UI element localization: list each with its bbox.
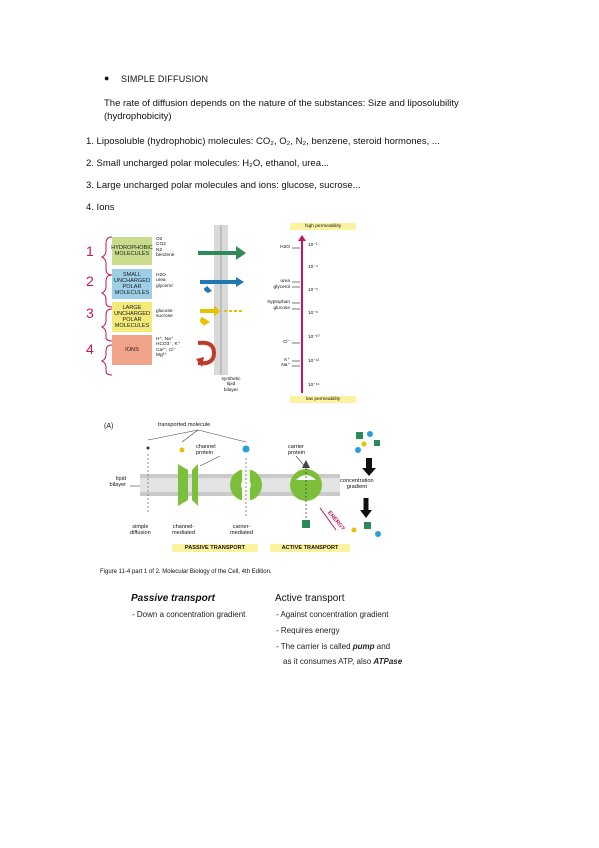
- category-number: 2: [86, 273, 94, 289]
- scale-tick: 10⁻¹⁰: [308, 335, 320, 340]
- scale-marker: glycerol: [273, 285, 290, 290]
- scale-marker: H2O: [280, 245, 290, 250]
- scale-marker: tryptophan: [267, 300, 290, 305]
- list-item-4: 4. Ions: [86, 202, 115, 213]
- blue-return-icon: [204, 285, 212, 295]
- scale-tick: 10⁻²: [308, 243, 318, 248]
- passive-transport-label: PASSIVE TRANSPORT: [172, 544, 258, 553]
- molecule-list-4: H⁺, Na⁺HCO3⁻, K⁺Ca²⁺, Cl⁻Mg²⁺: [156, 337, 181, 359]
- carrier-mediated-label: carrier-mediated: [230, 524, 254, 537]
- small-polar-box: SMALL UNCHARGED POLAR MOLECULES: [112, 269, 152, 299]
- active-item: - Requires energy: [276, 626, 340, 635]
- scale-marker: Na⁺: [281, 363, 290, 368]
- category-number: 1: [86, 243, 94, 259]
- section-title: SIMPLE DIFFUSION: [121, 74, 209, 84]
- list-item-2: 2. Small uncharged polar molecules: H₂O,…: [86, 158, 329, 169]
- yellow-return-icon: [200, 315, 210, 327]
- scale-tick: 10⁻⁴: [308, 265, 318, 270]
- intro-line-1: The rate of diffusion depends on the nat…: [104, 98, 459, 109]
- permeability-scale: [292, 235, 306, 393]
- scale-tick: 10⁻¹²: [308, 359, 320, 364]
- panel-label: (A): [104, 423, 114, 430]
- active-transport-label: ACTIVE TRANSPORT: [270, 544, 350, 553]
- active-item: - Against concentration gradient: [276, 610, 389, 619]
- ions-box: IONS: [112, 335, 152, 365]
- red-return-icon: [197, 340, 217, 366]
- passive-item: - Down a concentration gradient: [132, 610, 246, 619]
- scale-tick: 10⁻⁸: [308, 311, 318, 316]
- list-item-3: 3. Large uncharged polar molecules and i…: [86, 180, 361, 191]
- bullet-icon: ●: [104, 73, 110, 83]
- yellow-arrow-icon: [200, 305, 220, 317]
- list-item-1: 1. Liposoluble (hydrophobic) molecules: …: [86, 136, 440, 147]
- transported-molecule-label: transported molecule: [158, 422, 211, 428]
- bracket-lines: [100, 236, 113, 376]
- active-transport-title: Active transport: [275, 593, 345, 604]
- figure-caption: Figure 11-4 part 1 of 2. Molecular Biolo…: [100, 569, 272, 575]
- large-polar-box: LARGE UNCHARGED POLAR MOLECULES: [112, 302, 152, 332]
- hydrophobic-box: HYDROPHOBIC MOLECULES: [111, 237, 153, 265]
- scale-marker: Cl⁻: [282, 340, 290, 345]
- scale-tick: 10⁻⁶: [308, 288, 318, 293]
- scale-marker: glucose: [273, 306, 290, 311]
- permeability-figure: 1 2 3 4 HYDROPHOBIC MOLECULES SMALL UNCH…: [84, 223, 364, 405]
- scale-marker: K⁺: [284, 358, 290, 363]
- scale-marker: urea: [280, 279, 290, 284]
- category-number: 3: [86, 305, 94, 321]
- high-permeability-label: high permeability: [290, 223, 356, 231]
- transport-diagram: [130, 429, 381, 537]
- intro-line-2: (hydrophobicity): [104, 111, 172, 122]
- channel-mediated-label: channel-mediated: [172, 524, 196, 537]
- active-item: as it consumes ATP, also ATPase: [283, 657, 403, 666]
- category-number: 4: [86, 341, 94, 357]
- passive-transport-title: Passive transport: [131, 593, 215, 604]
- scale-tick: 10⁻¹⁴: [308, 383, 320, 388]
- green-arrow-icon: [198, 246, 246, 260]
- active-item: - The carrier is called pump and: [276, 642, 391, 651]
- bilayer-arrows: [196, 225, 246, 375]
- low-permeability-label: low permeability: [290, 396, 356, 404]
- blue-arrow-icon: [200, 277, 244, 287]
